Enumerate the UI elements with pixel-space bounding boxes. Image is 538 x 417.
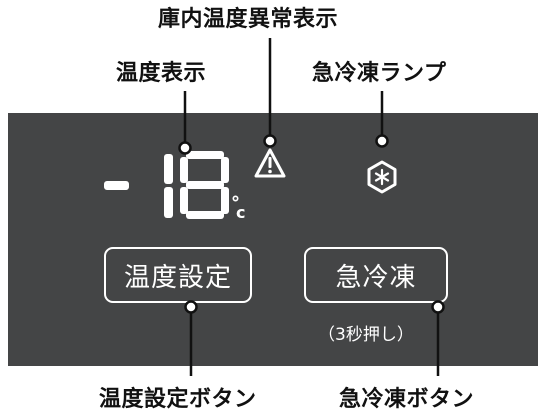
quick-freeze-button[interactable]: 急冷凍 (304, 247, 448, 303)
digit-one (164, 154, 173, 218)
minus-segment (104, 181, 129, 190)
temperature-display: c (104, 151, 245, 222)
temp-setting-button-label: 温度設定ボタン (99, 387, 257, 412)
quick-freeze-button-label: 急冷凍ボタン (339, 387, 475, 412)
temp-setting-button[interactable]: 温度設定 (104, 247, 252, 303)
digit-eight (180, 151, 229, 219)
celsius-unit: c (232, 195, 245, 222)
snowflake-hexagon-icon (367, 160, 397, 194)
three-second-press-note: （3秒押し） (318, 325, 414, 345)
warning-triangle-icon (254, 148, 286, 178)
svg-text:c: c (236, 203, 245, 222)
quick-freeze-lamp-label: 急冷凍ランプ (312, 61, 447, 86)
temp-display-label: 温度表示 (116, 61, 207, 86)
abnormal-temp-label: 庫内温度異常表示 (158, 7, 339, 32)
